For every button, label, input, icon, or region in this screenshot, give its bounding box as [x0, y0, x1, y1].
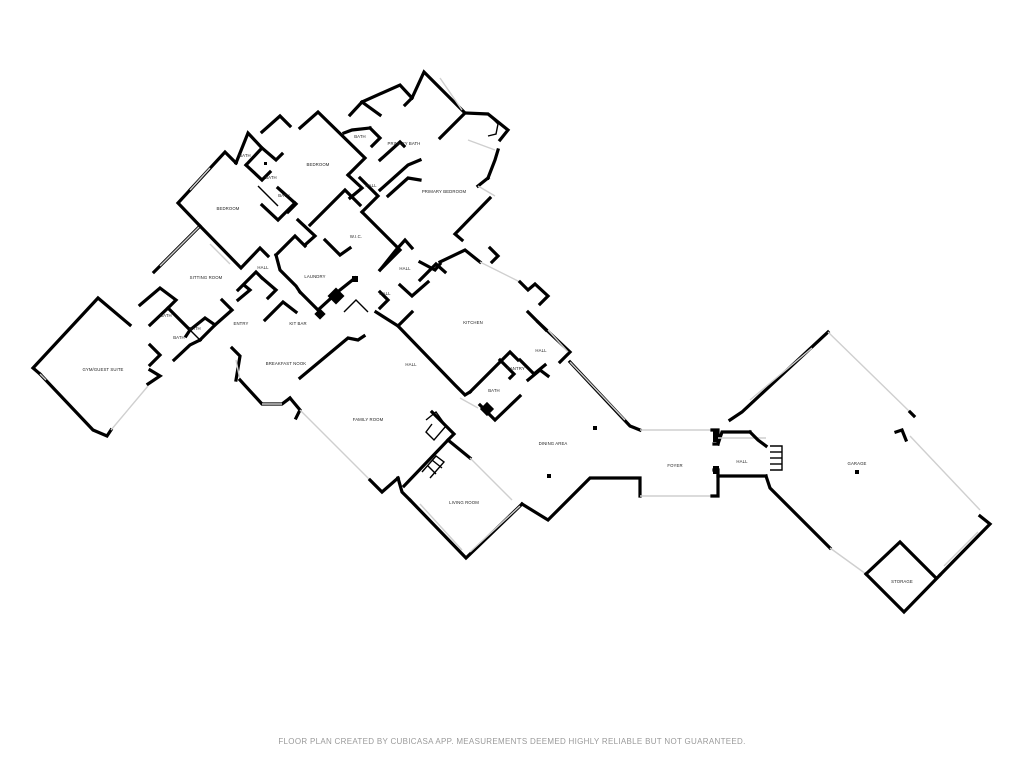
room-label-bath: BATH: [189, 326, 201, 331]
walls-gym-wing: [30, 285, 235, 438]
room-label-bath: BATH: [265, 175, 277, 180]
room-label-bath: BATH: [173, 335, 185, 340]
room-label-hall: HALL: [736, 459, 748, 464]
room-label-dining-area: DINING AREA: [539, 441, 568, 446]
fixtures: [264, 162, 859, 478]
room-label-living-room: LIVING ROOM: [449, 500, 479, 505]
room-labels: GYM/GUEST SUITE BATH BATH BATH SITTING R…: [82, 134, 912, 584]
room-label-bedroom: BEDROOM: [217, 206, 240, 211]
walls-laundry-halls: [262, 233, 448, 329]
room-label-primary-bath: PRIMARY BATH: [388, 141, 421, 146]
walls-kitchen: [395, 245, 573, 423]
room-label-kitchen: KITCHEN: [463, 320, 483, 325]
room-label-kit-bar: KIT BAR: [289, 321, 306, 326]
room-label-hall: HALL: [257, 265, 269, 270]
room-label-storage: STORAGE: [891, 579, 913, 584]
room-label-bath: BATH: [278, 193, 290, 198]
room-label-pantry: PANTRY: [507, 366, 525, 371]
room-label-sitting-room: SITTING ROOM: [190, 275, 223, 280]
room-label-family-room: FAMILY ROOM: [353, 417, 384, 422]
walls-dining-foyer: [519, 359, 783, 523]
room-label-bath: BATH: [239, 153, 251, 158]
walls-family-living: [229, 333, 525, 561]
room-label-primary-bedroom: PRIMARY BEDROOM: [422, 189, 467, 194]
room-label-garage: GARAGE: [848, 461, 867, 466]
room-label-bath: BATH: [488, 388, 500, 393]
footer-disclaimer: FLOOR PLAN CREATED BY CUBICASA APP. MEAS…: [278, 737, 746, 746]
room-label-breakfast-nook: BREAKFAST NOOK: [266, 361, 307, 366]
room-label-gym-guest-suite: GYM/GUEST SUITE: [82, 367, 123, 372]
room-label-hall: HALL: [379, 291, 391, 296]
room-label-hall: HALL: [405, 362, 417, 367]
room-label-bedroom: BEDROOM: [307, 162, 330, 167]
room-label-hall: HALL: [535, 348, 547, 353]
room-label-entry: ENTRY: [234, 321, 249, 326]
walls-primary-suite: [259, 69, 511, 273]
room-label-laundry: LAUNDRY: [304, 274, 325, 279]
room-label-bath: BATH: [354, 134, 366, 139]
room-label-bath: BATH: [160, 313, 172, 318]
room-label-hall: HALL: [365, 183, 377, 188]
room-label-wic: W.I.C.: [350, 234, 362, 239]
walls-garage: [727, 329, 993, 615]
room-label-hall: HALL: [399, 266, 411, 271]
room-label-foyer: FOYER: [667, 463, 682, 468]
walls-west-bedroom-wing: [151, 130, 299, 303]
